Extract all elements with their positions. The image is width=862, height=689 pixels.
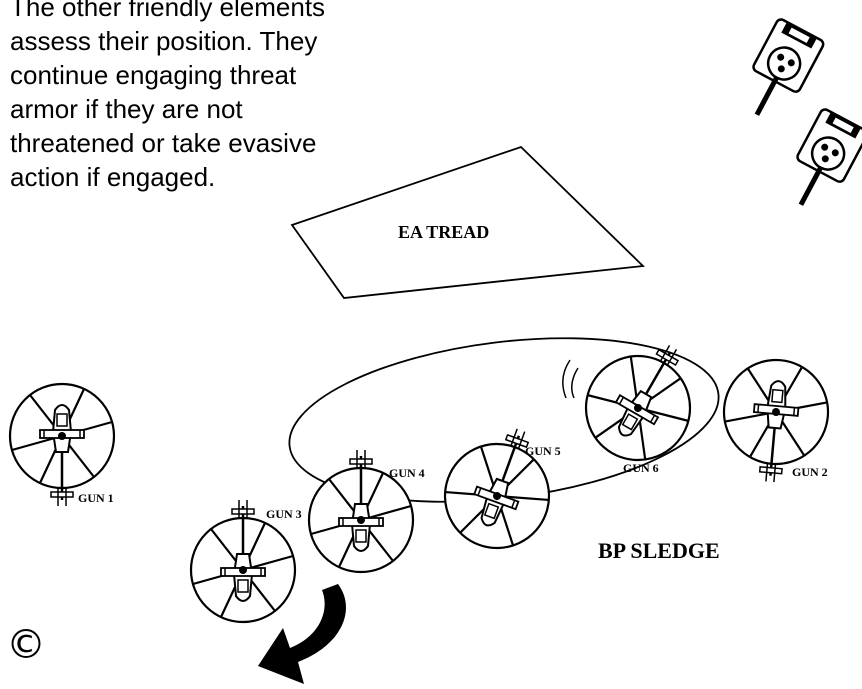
engagement-area-label: EA TREAD xyxy=(398,222,489,242)
gun-4-label: GUN 4 xyxy=(389,466,425,480)
helicopter-icon xyxy=(429,411,572,564)
tank-icon xyxy=(734,18,825,127)
caption-text: The other friendly elements assess their… xyxy=(10,0,440,194)
evasive-arrow-icon xyxy=(258,584,346,684)
helicopter-icon xyxy=(8,382,116,508)
caption-line: armor if they are not xyxy=(10,94,243,124)
gun-6-label: GUN 6 xyxy=(623,461,659,475)
gun-2-label: GUN 2 xyxy=(792,465,828,479)
caption-line: continue engaging threat xyxy=(10,60,297,90)
battle-position-label: BP SLEDGE xyxy=(598,538,720,563)
gun-1-label: GUN 1 xyxy=(78,491,114,505)
caption-line: action if engaged. xyxy=(10,162,216,192)
motion-marks xyxy=(571,367,579,399)
caption-line: threatened or take evasive xyxy=(10,128,317,158)
gun-5-label: GUN 5 xyxy=(525,444,561,458)
engagement-area xyxy=(290,145,645,299)
caption-line: assess their position. They xyxy=(10,26,318,56)
copyright-symbol: © xyxy=(6,622,46,668)
caption-line: The other friendly elements xyxy=(10,0,326,22)
tank-icon xyxy=(778,108,862,217)
motion-marks xyxy=(562,359,571,399)
gun-3-label: GUN 3 xyxy=(266,507,302,521)
